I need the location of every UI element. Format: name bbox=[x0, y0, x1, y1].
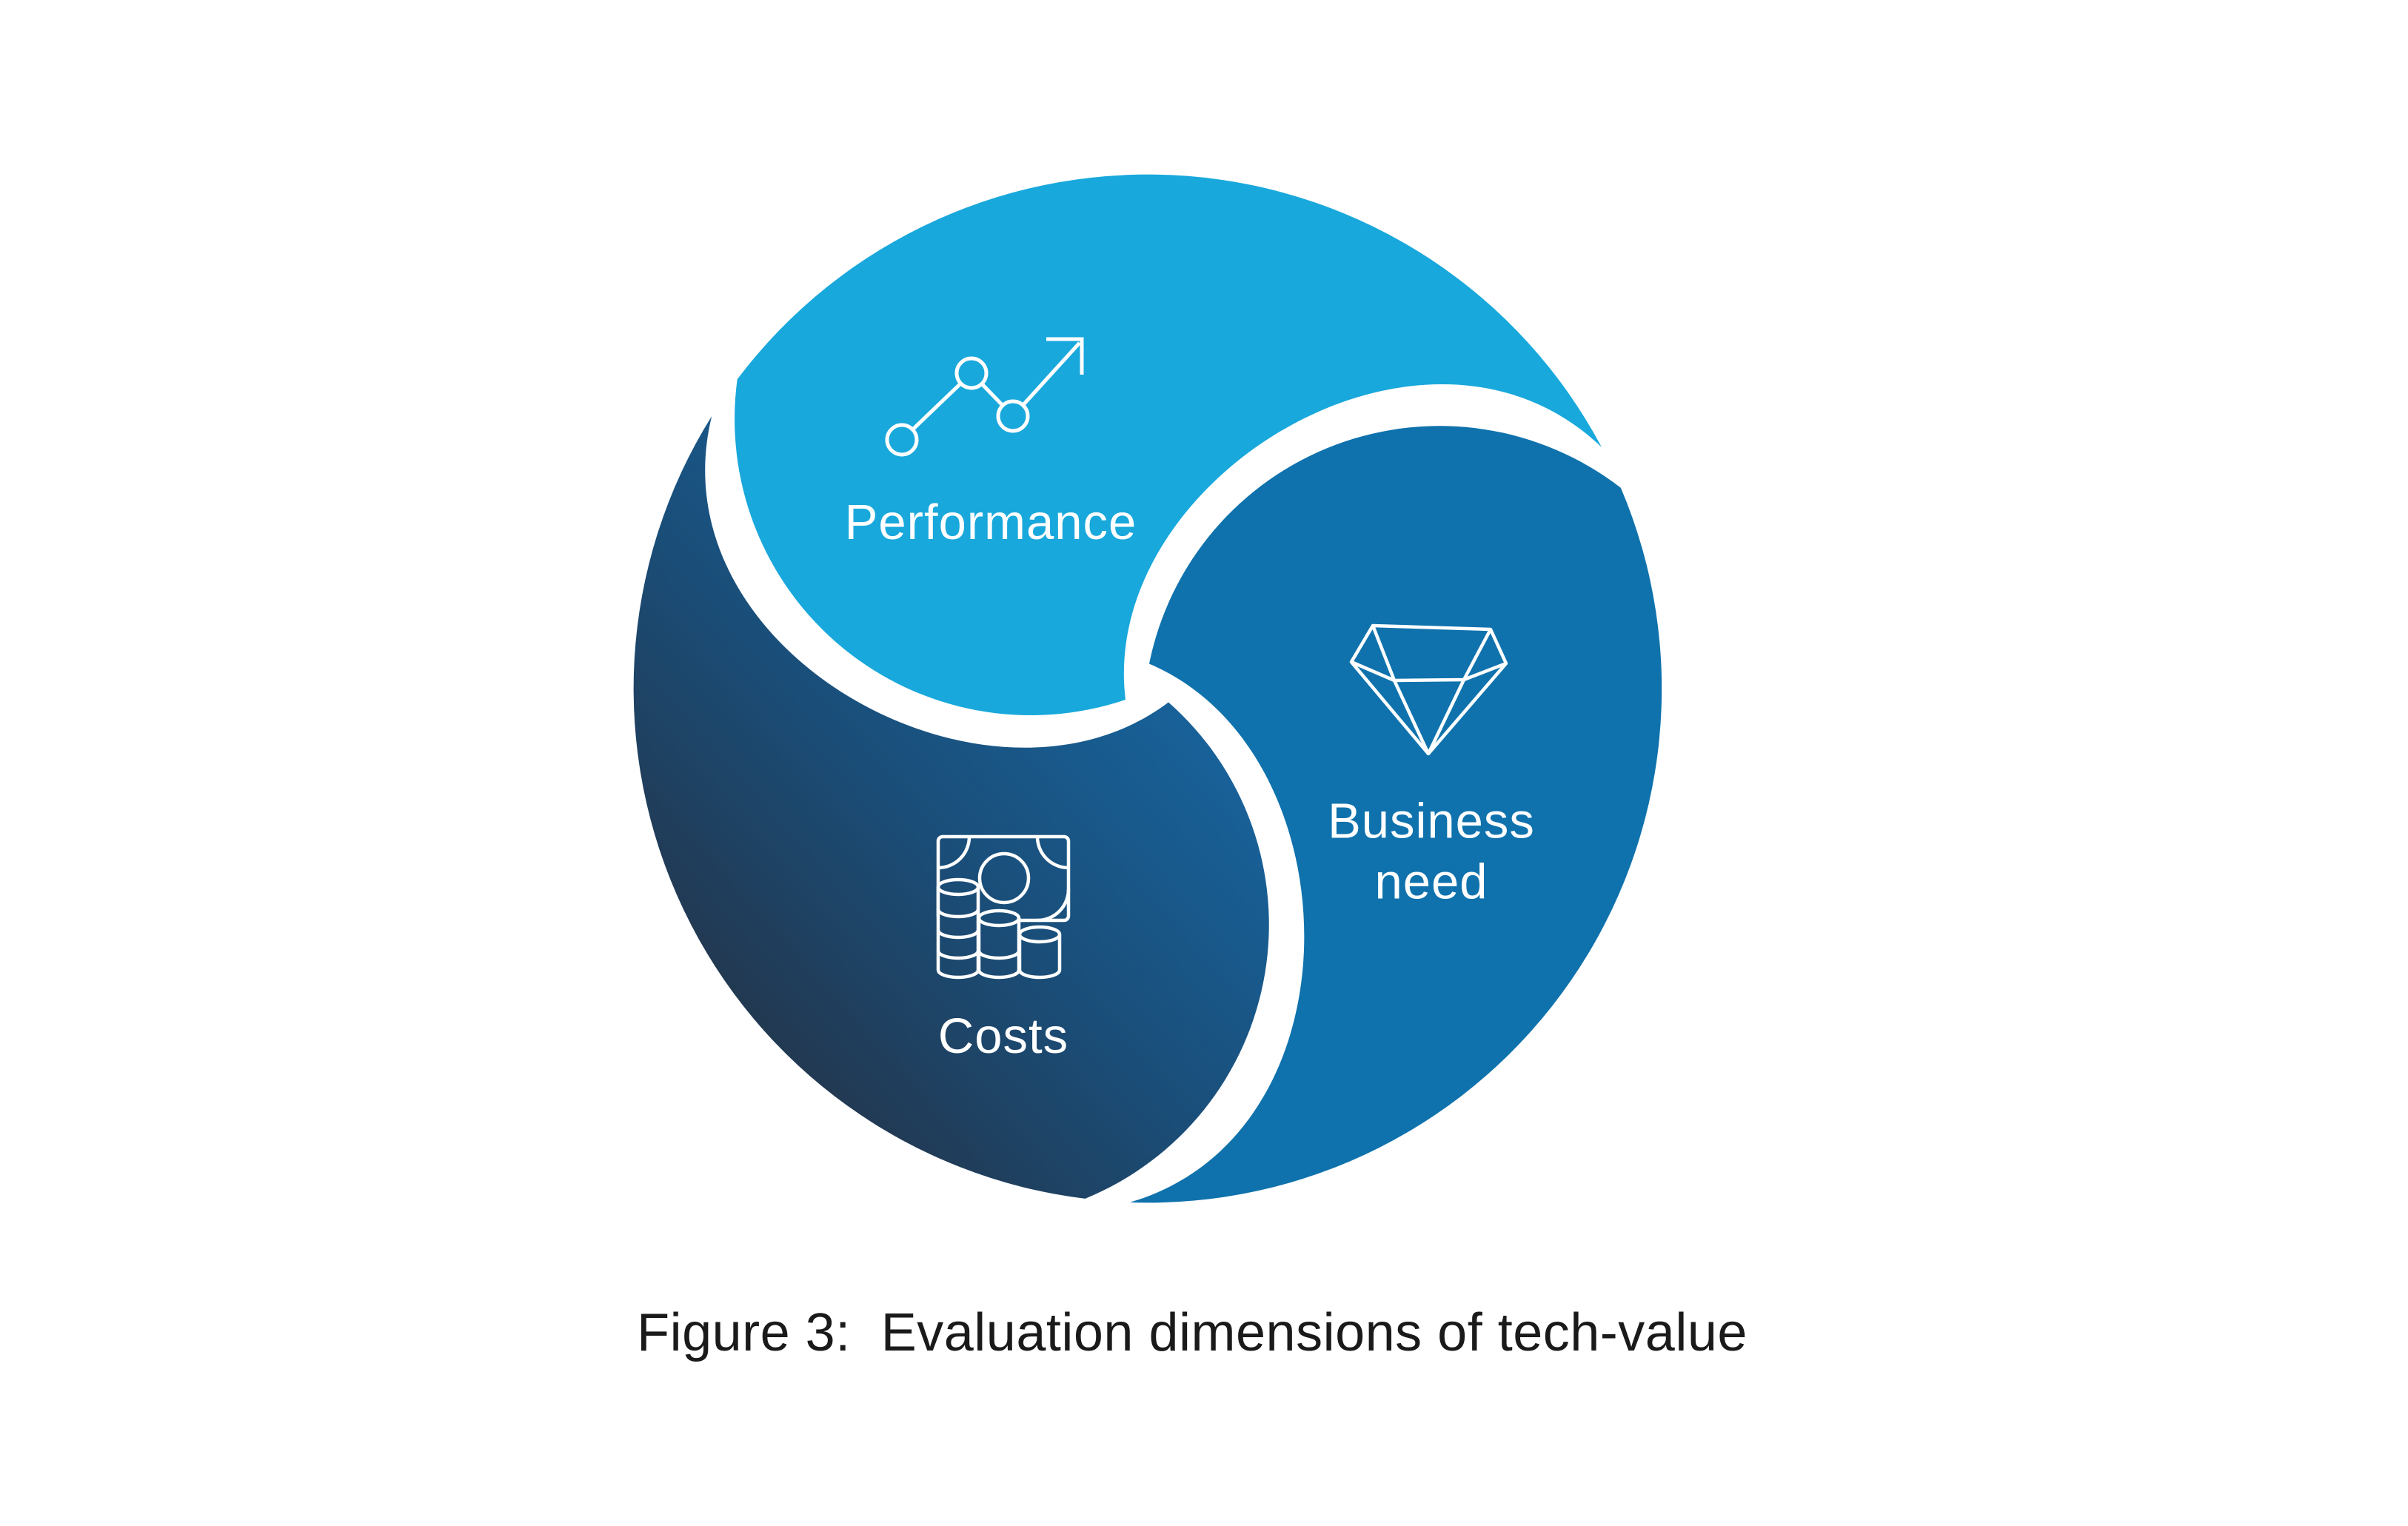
segment-label-performance: Performance bbox=[844, 495, 1137, 551]
segment-business-need-shape bbox=[1129, 426, 1662, 1203]
diamond-icon bbox=[1349, 623, 1508, 756]
segment-label-business-need: Business need bbox=[1328, 793, 1535, 909]
segment-label-costs: Costs bbox=[937, 1008, 1069, 1065]
segment-costs-shape bbox=[633, 416, 1269, 1199]
growth-chart-icon bbox=[885, 337, 1084, 457]
banknote-coins-icon bbox=[936, 834, 1071, 980]
figure-caption: Figure 3: Evaluation dimensions of tech-… bbox=[637, 1303, 1748, 1362]
segment-performance-shape bbox=[735, 174, 1602, 716]
